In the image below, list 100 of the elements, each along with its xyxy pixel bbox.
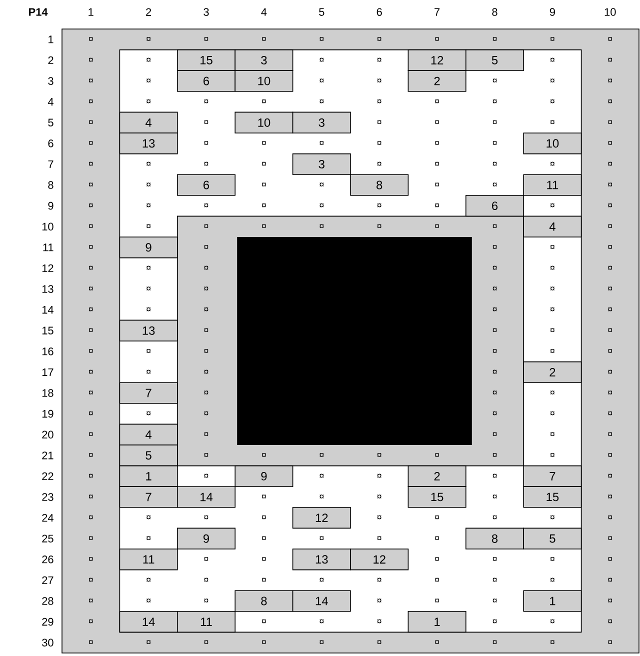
pad-symbol: ¤ — [146, 536, 151, 540]
pad-symbol: ¤ — [550, 328, 554, 332]
pad-symbol: ¤ — [435, 120, 440, 124]
pad-symbol: ¤ — [204, 140, 208, 145]
numbered-cell: 12 — [408, 49, 466, 71]
row-number: 12 — [42, 264, 54, 272]
pad-symbol: ¤ — [550, 120, 554, 124]
pad-symbol: ¤ — [262, 640, 266, 644]
pad-symbol: ¤ — [435, 536, 440, 540]
pad-symbol: ¤ — [262, 203, 266, 208]
pad-symbol: ¤ — [608, 348, 612, 353]
row-number: 11 — [43, 244, 54, 252]
pad-symbol: ¤ — [377, 140, 382, 145]
pad-symbol: ¤ — [608, 203, 612, 208]
pad-symbol: ¤ — [492, 224, 497, 228]
pad-symbol: ¤ — [204, 578, 208, 582]
pad-symbol: ¤ — [550, 348, 554, 353]
pad-symbol: ¤ — [608, 162, 612, 166]
pad-symbol: ¤ — [492, 162, 497, 166]
pad-symbol: ¤ — [492, 348, 497, 353]
numbered-cell: 4 — [119, 424, 178, 446]
pad-symbol: ¤ — [492, 99, 497, 104]
pad-symbol: ¤ — [320, 494, 324, 498]
pad-symbol: ¤ — [492, 432, 497, 436]
pad-symbol: ¤ — [492, 515, 497, 520]
pad-symbol: ¤ — [377, 36, 382, 41]
numbered-cell: 15 — [523, 486, 582, 508]
pad-symbol: ¤ — [88, 536, 93, 540]
pad-symbol: ¤ — [204, 244, 208, 249]
pad-symbol: ¤ — [550, 640, 554, 644]
pad-symbol: ¤ — [608, 370, 612, 374]
pad-symbol: ¤ — [377, 598, 382, 602]
column-number: 6 — [376, 8, 382, 16]
pad-symbol: ¤ — [88, 244, 93, 249]
pad-symbol: ¤ — [204, 266, 208, 270]
pad-symbol: ¤ — [320, 578, 324, 582]
column-number: 10 — [604, 8, 616, 16]
numbered-cell: 1 — [408, 611, 466, 633]
pad-symbol: ¤ — [492, 244, 497, 249]
pad-symbol: ¤ — [608, 140, 612, 145]
numbered-cell: 14 — [119, 611, 178, 633]
row-number: 1 — [48, 36, 54, 44]
pad-symbol: ¤ — [492, 266, 497, 270]
column-number: 5 — [319, 8, 324, 16]
numbered-cell: 3 — [292, 153, 351, 175]
row-number: 28 — [42, 597, 54, 605]
pad-symbol: ¤ — [88, 162, 93, 166]
pad-symbol: ¤ — [88, 78, 93, 83]
numbered-cell: 9 — [177, 528, 236, 550]
pad-symbol: ¤ — [204, 515, 208, 520]
pad-symbol: ¤ — [262, 224, 266, 228]
pad-symbol: ¤ — [204, 224, 208, 228]
numbered-cell: 12 — [350, 548, 409, 570]
pad-symbol: ¤ — [204, 99, 208, 104]
numbered-cell: 3 — [234, 49, 294, 71]
pad-symbol: ¤ — [492, 474, 497, 478]
row-number: 20 — [42, 430, 54, 438]
pad-symbol: ¤ — [435, 203, 440, 208]
pad-symbol: ¤ — [146, 182, 151, 187]
pad-symbol: ¤ — [608, 556, 612, 561]
pad-symbol: ¤ — [377, 78, 382, 83]
pad-symbol: ¤ — [88, 619, 93, 624]
pad-symbol: ¤ — [608, 619, 612, 624]
numbered-cell: 9 — [234, 465, 294, 487]
pad-symbol: ¤ — [608, 99, 612, 104]
pad-symbol: ¤ — [88, 556, 93, 561]
pad-symbol: ¤ — [435, 578, 440, 582]
numbered-cell: 13 — [292, 548, 351, 570]
numbered-cell: 1 — [523, 590, 582, 612]
pad-symbol: ¤ — [492, 598, 497, 602]
numbered-cell: 1 — [119, 465, 178, 487]
pad-symbol: ¤ — [146, 266, 151, 270]
row-number: 22 — [42, 472, 54, 480]
row-number: 24 — [42, 514, 54, 522]
pad-symbol: ¤ — [262, 494, 266, 498]
pad-symbol: ¤ — [88, 578, 93, 582]
numbered-cell: 4 — [119, 112, 178, 134]
pad-symbol: ¤ — [146, 286, 151, 291]
pad-symbol: ¤ — [320, 203, 324, 208]
pad-symbol: ¤ — [88, 328, 93, 332]
pad-symbol: ¤ — [146, 99, 151, 104]
pad-symbol: ¤ — [377, 578, 382, 582]
pad-symbol: ¤ — [320, 99, 324, 104]
pad-symbol: ¤ — [204, 286, 208, 291]
column-number: 9 — [550, 8, 555, 16]
numbered-cell: 2 — [408, 70, 466, 92]
numbered-cell: 4 — [523, 216, 582, 238]
pad-symbol: ¤ — [608, 182, 612, 187]
pad-symbol: ¤ — [492, 370, 497, 374]
pad-symbol: ¤ — [204, 390, 208, 394]
pad-symbol: ¤ — [320, 140, 324, 145]
pad-symbol: ¤ — [146, 348, 151, 353]
pad-symbol: ¤ — [88, 266, 93, 270]
row-number: 3 — [48, 77, 54, 85]
numbered-cell: 6 — [177, 70, 236, 92]
pad-symbol: ¤ — [146, 307, 151, 312]
pad-symbol: ¤ — [146, 224, 151, 228]
numbered-cell: 2 — [523, 361, 582, 383]
row-number: 29 — [42, 618, 54, 626]
pad-symbol: ¤ — [320, 58, 324, 62]
